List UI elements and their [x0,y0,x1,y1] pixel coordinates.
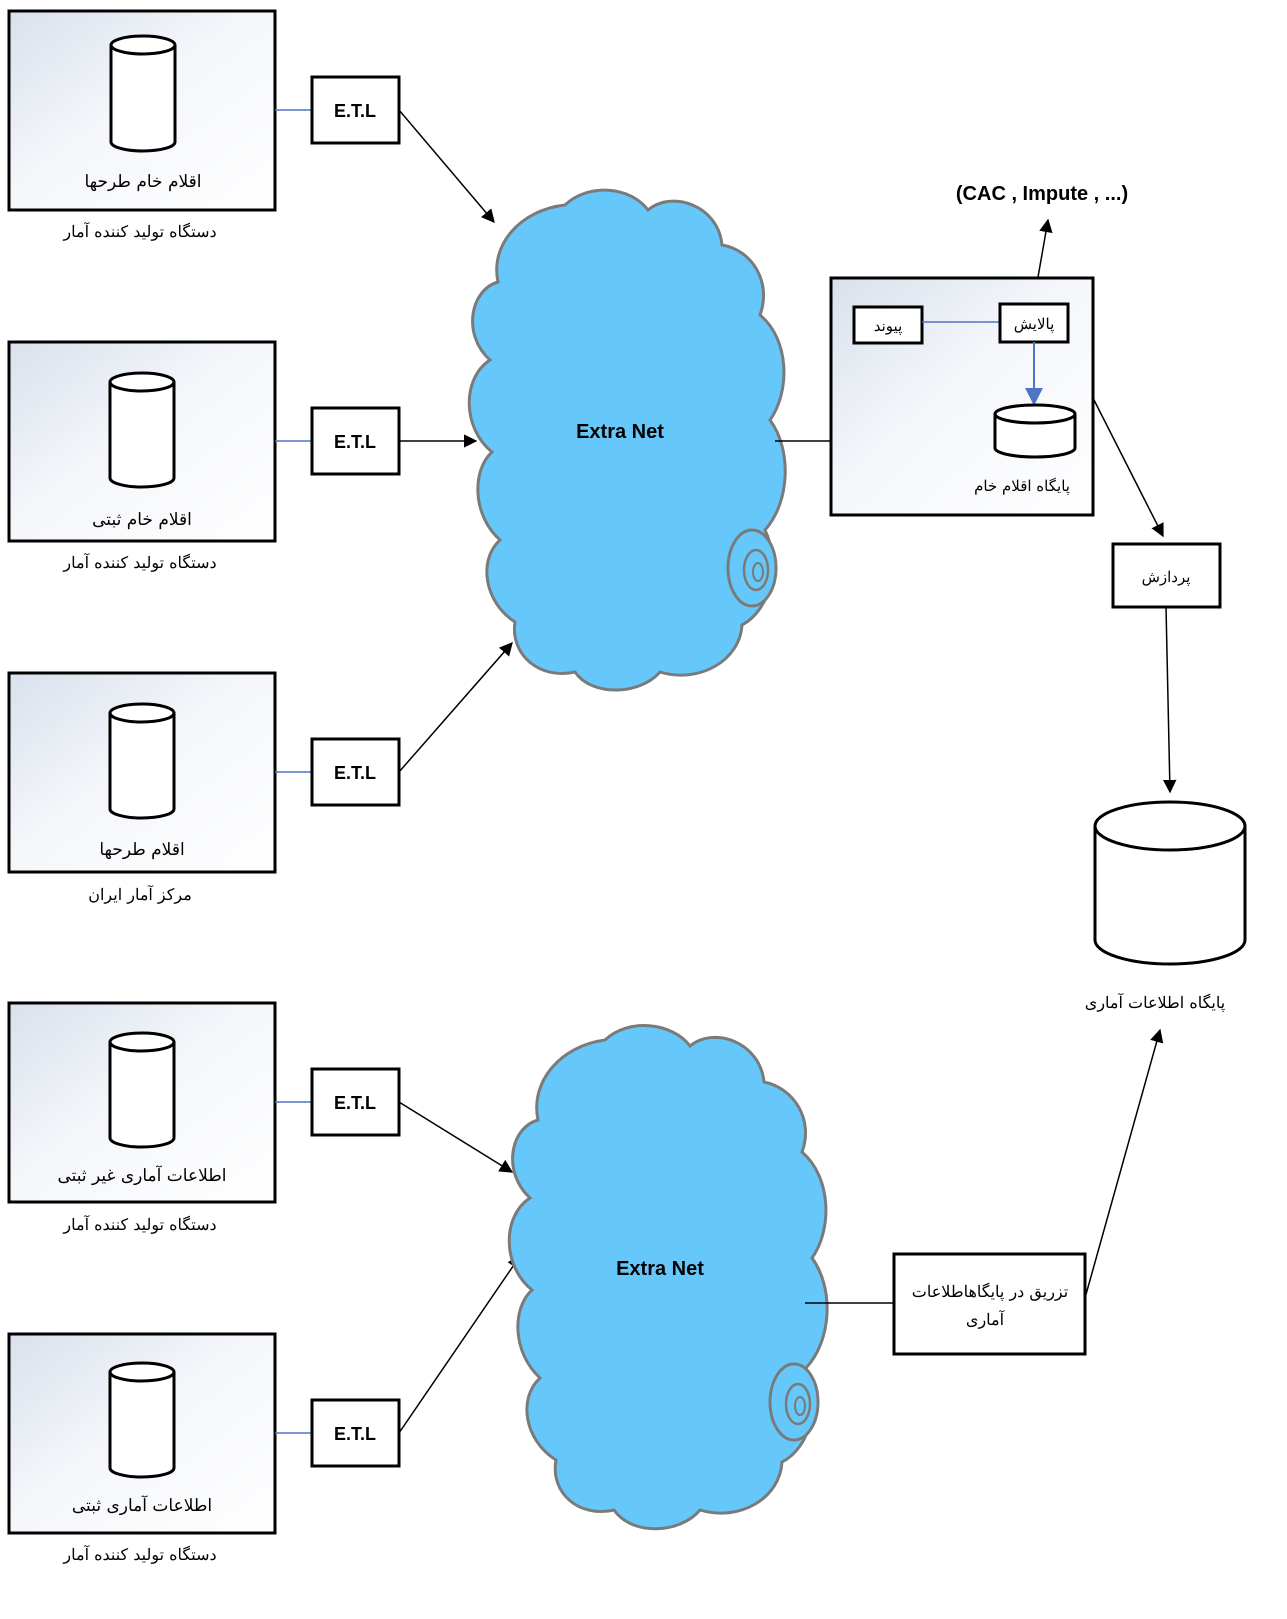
database-label: اطلاعات آماری ثبتی [72,1494,212,1516]
inject-box: تزریق در پایگاهاطلاعات آماری [892,1252,1087,1356]
cleaning-box: پالایش [998,302,1070,344]
cloud-label: Extra Net [576,421,664,443]
processing-box: پردازش [1111,542,1222,609]
database-icon [109,34,177,153]
extranet-cloud-1: Extra Net [467,188,787,692]
etl-box-1: E.T.L [310,75,401,145]
source-panel-3: اقلام طرحها [7,671,277,874]
database-icon [108,1031,176,1149]
source-caption: دستگاه تولید کننده آمار [62,1544,216,1564]
link-box: پیوند [852,305,924,345]
etl-box-4: E.T.L [310,1067,401,1137]
etl-label: E.T.L [334,763,376,783]
source-panel-1: اقلام خام طرحها [7,9,277,212]
cleaning-label: پالایش [1014,315,1055,333]
etl-label: E.T.L [334,1093,376,1113]
raw-db-label: پایگاه اقلام خام [974,477,1070,495]
etl-label: E.T.L [334,432,376,452]
methods-label: (CAC , Impute , ...) [956,183,1128,205]
etl-box-3: E.T.L [310,737,401,807]
source-caption: دستگاه تولید کننده آمار [62,552,216,572]
database-icon [108,702,176,820]
cloud-label: Extra Net [616,1258,704,1280]
processing-label: پردازش [1142,568,1191,586]
etl-box-5: E.T.L [310,1398,401,1468]
inject-label-line1: تزریق در پایگاهاطلاعات [912,1282,1068,1301]
stat-db-label: پایگاه اطلاعات آماری [1085,992,1225,1012]
database-icon [108,1361,176,1479]
database-label: اقلام طرحها [99,840,184,860]
database-icon [108,371,176,489]
source-panel-4: اطلاعات آماری غیر ثبتی [7,1001,277,1204]
link-label: پیوند [874,317,903,335]
source-caption: مرکز آمار ایران [88,884,192,904]
database-icon [993,403,1077,459]
source-caption: دستگاه تولید کننده آمار [62,1214,216,1234]
database-label: اقلام خام ثبتی [92,510,192,530]
source-caption: دستگاه تولید کننده آمار [62,221,216,241]
inject-label-line2: آماری [966,1309,1006,1329]
extranet-cloud-2: Extra Net [507,1024,829,1531]
staging-panel: پیوند پالایش پایگاه اقلام خام [829,276,1095,517]
etl-label: E.T.L [334,1424,376,1444]
source-panel-2: اقلام خام ثبتی [7,340,277,543]
database-label: اقلام خام طرحها [85,172,202,192]
database-label: اطلاعات آماری غیر ثبتی [57,1164,226,1186]
etl-label: E.T.L [334,101,376,121]
etl-box-2: E.T.L [310,406,401,476]
statistical-database-icon [1093,800,1247,966]
source-panel-5: اطلاعات آماری ثبتی [7,1332,277,1535]
